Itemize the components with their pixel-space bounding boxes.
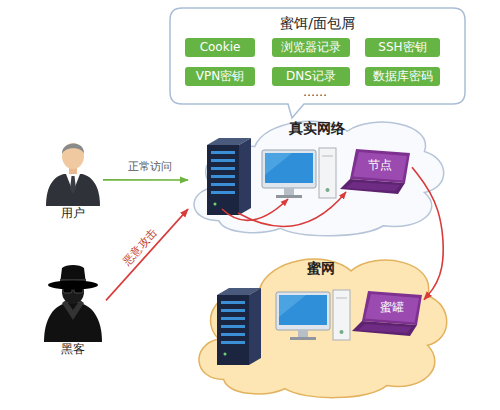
- node-laptop: 节点: [340, 148, 412, 196]
- tower: [319, 148, 336, 198]
- cloud-shape: [194, 121, 444, 235]
- bait-tag: VPN密钥: [185, 67, 255, 86]
- stand: [298, 330, 308, 337]
- bait-tag: SSH密钥: [365, 38, 440, 57]
- drive-slot: [336, 298, 347, 299]
- screen: [265, 153, 313, 183]
- lateral-arrow: [222, 199, 288, 220]
- cloud-shape: [199, 259, 447, 398]
- edge-label: 正常访问: [128, 159, 172, 174]
- lateral-arrow: [238, 192, 346, 226]
- tower: [333, 290, 350, 340]
- server-slot: [211, 167, 235, 170]
- server-front: [207, 145, 239, 215]
- edge-label: 恶意攻击: [119, 226, 160, 269]
- node-label: 真实网络: [188, 120, 445, 137]
- monitor: [276, 292, 330, 330]
- user-figure: [46, 143, 100, 206]
- honeypot-laptop: 蜜罐: [352, 290, 424, 338]
- screen-glare: [279, 295, 306, 317]
- screen-glare: [265, 153, 292, 175]
- laptop-part: [346, 182, 400, 191]
- node-label: 用户: [43, 206, 103, 220]
- server-front: [217, 295, 249, 365]
- server-slot: [211, 183, 235, 186]
- note-label: ……: [303, 85, 327, 99]
- server-icon: [217, 288, 261, 365]
- node-label: 蜜饵/面包屑: [170, 15, 465, 32]
- hat-brim: [48, 281, 98, 290]
- laptop-part: [362, 291, 422, 325]
- node-label: 数据库密码: [365, 67, 440, 86]
- server-led: [224, 353, 227, 356]
- node-label: 蜜网: [193, 260, 448, 277]
- laptop-part: [365, 294, 419, 323]
- screen: [279, 295, 327, 325]
- node-label: 浏览器记录: [272, 38, 350, 57]
- power-button: [340, 330, 344, 334]
- laptop-part: [340, 179, 405, 194]
- laptop-part: [353, 152, 407, 181]
- server-slot: [211, 159, 235, 162]
- node-label: VPN密钥: [185, 67, 255, 86]
- bait-tag: 数据库密码: [365, 67, 440, 86]
- connector-group: [103, 167, 443, 300]
- bubble-shape: [170, 8, 465, 118]
- server-slot: [221, 317, 245, 320]
- monitor: [262, 150, 316, 188]
- node-label: SSH密钥: [365, 38, 440, 57]
- bait-tag: DNS记录: [272, 67, 350, 86]
- laptop-part: [358, 324, 412, 333]
- stand-base: [276, 195, 302, 198]
- node-label: 节点: [354, 158, 406, 172]
- server-slot: [221, 301, 245, 304]
- computer-icon: [262, 148, 336, 198]
- connector-arrow: [106, 209, 188, 300]
- stand: [284, 188, 294, 195]
- tie: [70, 176, 76, 194]
- hair: [62, 143, 84, 154]
- coat: [44, 303, 102, 342]
- head: [62, 143, 84, 169]
- drive-slot: [322, 156, 333, 157]
- server-side: [249, 288, 261, 365]
- server-icon: [207, 138, 251, 215]
- connector-arrow: [103, 179, 188, 181]
- server-side: [239, 138, 251, 215]
- bait-tag: Cookie: [185, 38, 255, 57]
- connector-arrow: [412, 167, 443, 299]
- server-slot: [221, 309, 245, 312]
- server-slot: [211, 191, 235, 194]
- server-slot: [221, 341, 245, 344]
- computer-icon: [276, 290, 350, 340]
- stand-base: [290, 337, 316, 340]
- server-led: [214, 203, 217, 206]
- server-slot: [221, 333, 245, 336]
- node-label: Cookie: [185, 38, 255, 57]
- laptop-part: [350, 149, 410, 183]
- node-label: 黑客: [40, 342, 106, 356]
- server-slot: [211, 151, 235, 154]
- server-slot: [211, 175, 235, 178]
- hacker-figure: [44, 265, 102, 342]
- node-label: DNS记录: [272, 67, 350, 86]
- node-label: 蜜罐: [366, 300, 418, 314]
- power-button: [326, 188, 330, 192]
- suit: [46, 174, 100, 206]
- laptop-part: [352, 321, 417, 336]
- server-slot: [221, 325, 245, 328]
- bait-tag: 浏览器记录: [272, 38, 350, 57]
